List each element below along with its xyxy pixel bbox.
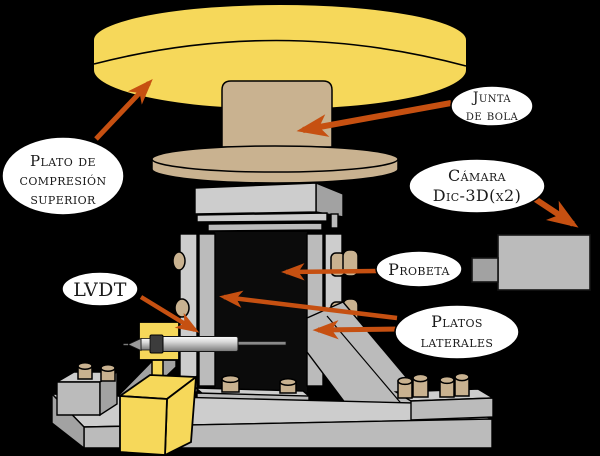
label-text: laterales [421,332,494,351]
upper-plate-body [92,3,468,111]
bolt-top [221,374,240,384]
label-lvdt: LVDT [61,271,139,307]
label-probeta: Probeta [375,250,463,288]
platen-front-face [194,182,317,215]
block-front-face [56,381,101,416]
label-text: Dic-3D(x2) [433,186,522,205]
lvdt-sensor [123,334,287,354]
left-bolt-lower [174,298,190,318]
upper-plate-rim-line [93,39,467,67]
label-bubble [375,250,463,288]
camera-lens [471,257,499,283]
label-text: superior [30,190,96,208]
label-text: LVDT [73,279,127,301]
camera-body [497,234,591,291]
lvdt-nut [149,334,164,354]
upper-compression-plate [92,3,468,111]
label-bubble [61,271,139,307]
lvdt-collar [140,338,151,351]
arrow-plato-superior [94,79,153,141]
label-bubble [1,136,125,216]
lvdt-body [161,336,239,352]
bolt-top [439,375,455,385]
left-bolt-upper [172,251,186,271]
upper-platen-block [194,181,344,232]
left-anchor-block [54,362,120,417]
bolt-top [397,376,413,386]
label-bubble [450,85,534,127]
label-text: Plato de [30,152,96,170]
label-plato-superior: Plato de compresión superior [1,136,125,216]
label-bubble [408,158,546,214]
lvdt-tip-cone [127,337,142,352]
platen-shim-lower [207,222,323,232]
transfer-plate-top [151,145,399,173]
block-front-face [410,397,494,421]
bolt-top [77,362,93,370]
ball-joint-housing [221,80,333,148]
ball-joint [221,80,333,148]
label-camara-dic: Cámara Dic-3D(x2) [408,158,546,214]
anchor-bolt [100,364,116,382]
arrow-platos-laterales-1 [219,290,398,321]
right-anchor-block [393,372,496,421]
label-text: Junta [471,90,512,106]
specimen-dark-face [215,232,307,392]
label-text: Platos [431,312,483,331]
label-text: Cámara [448,166,507,185]
lvdt-mount [117,321,199,456]
arrow-platos-laterales-2 [312,320,402,340]
dic-camera [471,234,591,291]
platen-shim-upper [196,212,328,223]
bolt-top [279,378,297,386]
label-text: Probeta [388,260,450,279]
label-text: de bola [466,108,519,124]
label-text: compresión [20,171,107,189]
mount-cube-front [119,395,168,456]
anchor-bolt [77,362,93,380]
load-transfer-plate [151,145,399,184]
bolt-top [454,372,470,382]
label-junta-de-bola: Junta de bola [450,85,534,127]
label-platos-laterales: Platos laterales [394,304,520,360]
label-bubble [394,304,520,360]
arrow-lvdt [139,295,200,333]
bolt-top [412,373,429,383]
anchor-bolt-pair [397,373,429,399]
mid-anchor-bolts [221,374,297,394]
arrow-probeta [281,263,378,281]
bolt-top [100,364,116,372]
anchor-bolt-pair [439,372,470,398]
lvdt-rod [235,341,287,346]
arrow-junta-de-bola [296,100,452,137]
left-lateral-plate [198,233,216,387]
platen-stub [330,213,339,229]
